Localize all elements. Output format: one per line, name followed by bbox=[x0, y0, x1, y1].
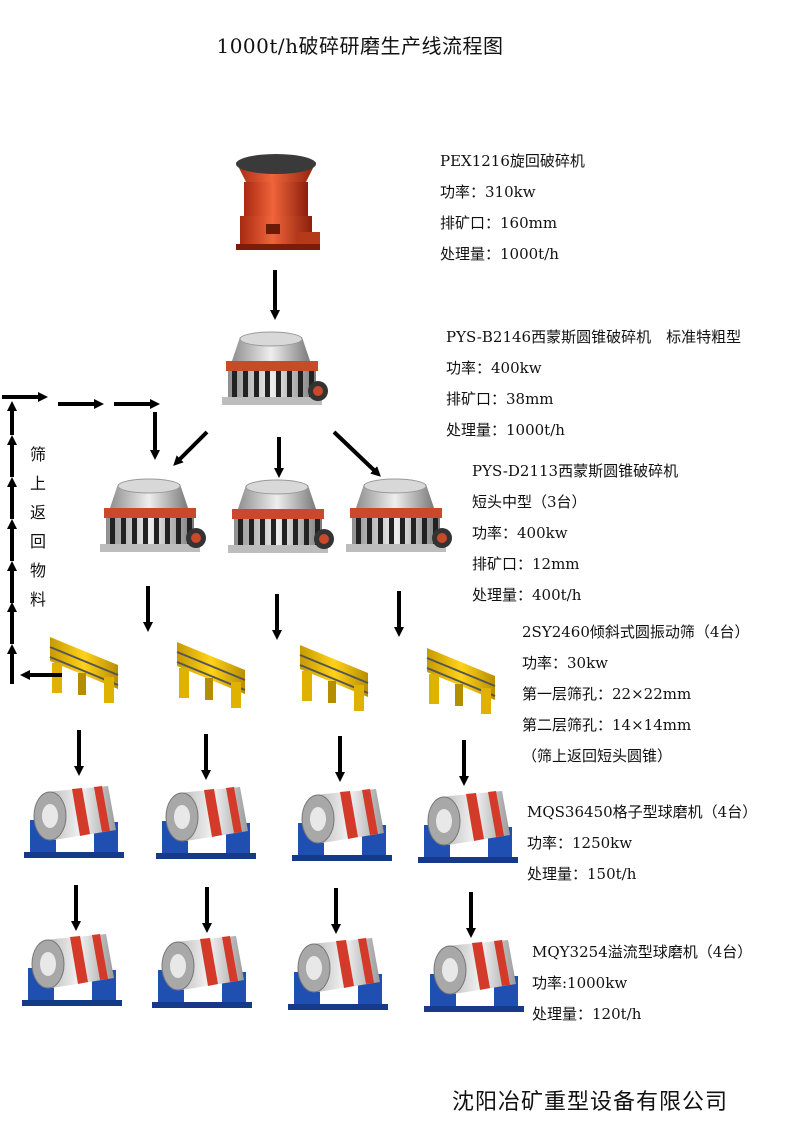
spec-line: 功率：30kw bbox=[522, 648, 749, 679]
cone-crusher-short-icon bbox=[346, 479, 452, 552]
spec-screen: 2SY2460倾斜式圆振动筛（4台） 功率：30kw 第一层筛孔：22×22mm… bbox=[522, 617, 749, 772]
cone-crusher-short-icon bbox=[100, 479, 206, 552]
spec-line: 2SY2460倾斜式圆振动筛（4台） bbox=[522, 617, 749, 648]
spec-line: 处理量：400t/h bbox=[472, 580, 678, 611]
overflow-ball-mill-icon bbox=[288, 938, 388, 1010]
flow-arrow bbox=[176, 432, 207, 463]
overflow-ball-mill-icon bbox=[424, 940, 524, 1012]
grate-ball-mill-icon bbox=[24, 786, 124, 858]
vibrating-screen-icon bbox=[427, 648, 495, 714]
spec-line: MQY3254溢流型球磨机（4台） bbox=[532, 937, 752, 968]
cone-crusher-coarse-icon bbox=[222, 332, 328, 405]
spec-line: MQS36450格子型球磨机（4台） bbox=[527, 797, 757, 828]
spec-cone-coarse: PYS-B2146西蒙斯圆锥破碎机 标准特粗型 功率：400kw 排矿口：38m… bbox=[446, 322, 741, 446]
spec-line: 排矿口：38mm bbox=[446, 384, 741, 415]
spec-line: PEX1216旋回破碎机 bbox=[440, 146, 585, 177]
spec-line: PYS-B2146西蒙斯圆锥破碎机 标准特粗型 bbox=[446, 322, 741, 353]
spec-overflow-mill: MQY3254溢流型球磨机（4台） 功率:1000kw 处理量：120t/h bbox=[532, 937, 752, 1030]
cone-crusher-short-icon bbox=[228, 480, 334, 553]
spec-line: 短头中型（3台） bbox=[472, 487, 678, 518]
grate-ball-mill-icon bbox=[418, 791, 518, 863]
grate-ball-mill-icon bbox=[156, 787, 256, 859]
gyratory-crusher-icon bbox=[236, 154, 320, 250]
spec-line: 功率：1250kw bbox=[527, 828, 757, 859]
spec-line: 处理量：1000t/h bbox=[440, 239, 585, 270]
flow-arrow bbox=[334, 432, 378, 474]
spec-line: PYS-D2113西蒙斯圆锥破碎机 bbox=[472, 456, 678, 487]
spec-grate-mill: MQS36450格子型球磨机（4台） 功率：1250kw 处理量：150t/h bbox=[527, 797, 757, 890]
spec-line: （筛上返回短头圆锥） bbox=[522, 741, 749, 772]
spec-line: 处理量：150t/h bbox=[527, 859, 757, 890]
grate-ball-mill-icon bbox=[292, 789, 392, 861]
company-name: 沈阳冶矿重型设备有限公司 bbox=[452, 1084, 728, 1116]
spec-line: 排矿口：160mm bbox=[440, 208, 585, 239]
vibrating-screen-icon bbox=[50, 637, 118, 703]
overflow-ball-mill-icon bbox=[22, 934, 122, 1006]
spec-cone-short: PYS-D2113西蒙斯圆锥破碎机 短头中型（3台） 功率：400kw 排矿口：… bbox=[472, 456, 678, 611]
spec-line: 功率:1000kw bbox=[532, 968, 752, 999]
vibrating-screen-icon bbox=[300, 645, 368, 711]
spec-line: 第二层筛孔：14×14mm bbox=[522, 710, 749, 741]
spec-line: 排矿口：12mm bbox=[472, 549, 678, 580]
spec-gyratory: PEX1216旋回破碎机 功率：310kw 排矿口：160mm 处理量：1000… bbox=[440, 146, 585, 270]
spec-line: 功率：400kw bbox=[472, 518, 678, 549]
spec-line: 处理量：1000t/h bbox=[446, 415, 741, 446]
spec-line: 第一层筛孔：22×22mm bbox=[522, 679, 749, 710]
vibrating-screen-icon bbox=[177, 642, 245, 708]
spec-line: 处理量：120t/h bbox=[532, 999, 752, 1030]
overflow-ball-mill-icon bbox=[152, 936, 252, 1008]
spec-line: 功率：310kw bbox=[440, 177, 585, 208]
spec-line: 功率：400kw bbox=[446, 353, 741, 384]
